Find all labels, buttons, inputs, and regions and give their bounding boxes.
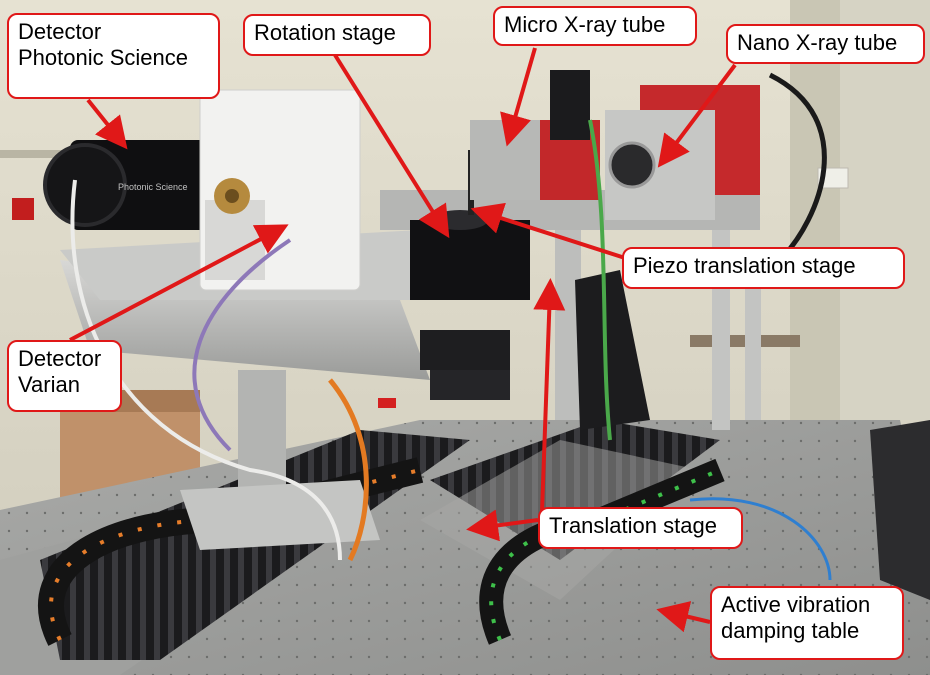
base-plate bbox=[180, 480, 380, 550]
callout-detector-photonic: Detector Photonic Science bbox=[7, 13, 220, 99]
fire-alarm-box bbox=[12, 198, 34, 220]
micro-xray-housing bbox=[470, 120, 550, 200]
profile-column-3 bbox=[745, 270, 761, 420]
wall-rail bbox=[0, 150, 90, 158]
cable-chain-middle-links bbox=[489, 468, 721, 641]
motor-1 bbox=[420, 330, 510, 370]
rotation-stage-body bbox=[410, 220, 530, 300]
rotation-stage-disc bbox=[432, 210, 488, 230]
nano-xray-port bbox=[608, 141, 656, 189]
callout-micro-xray: Micro X-ray tube bbox=[493, 6, 697, 46]
callout-translation-stage: Translation stage bbox=[538, 507, 743, 549]
red-button bbox=[378, 398, 396, 408]
motor-2 bbox=[430, 370, 510, 400]
green-cable bbox=[588, 119, 612, 441]
micro-xray-motor bbox=[550, 70, 590, 140]
door-panel bbox=[840, 0, 930, 420]
orange-cable bbox=[328, 378, 369, 562]
profile-column-2 bbox=[712, 210, 730, 430]
black-cable-right bbox=[768, 72, 827, 262]
vibration-table-side bbox=[870, 420, 930, 600]
black-bracket bbox=[575, 270, 650, 430]
brass-fitting-inner bbox=[225, 189, 239, 203]
callout-detector-varian: Detector Varian bbox=[7, 340, 122, 412]
photonic-brand-text: Photonic Science bbox=[118, 182, 188, 192]
photonic-detector-lens bbox=[43, 143, 127, 227]
callout-piezo-stage: Piezo translation stage bbox=[622, 247, 905, 289]
callout-rotation-stage: Rotation stage bbox=[243, 14, 431, 56]
blue-cable bbox=[689, 497, 832, 581]
callout-vibration-table: Active vibration damping table bbox=[710, 586, 904, 660]
callout-nano-xray: Nano X-ray tube bbox=[726, 24, 925, 64]
